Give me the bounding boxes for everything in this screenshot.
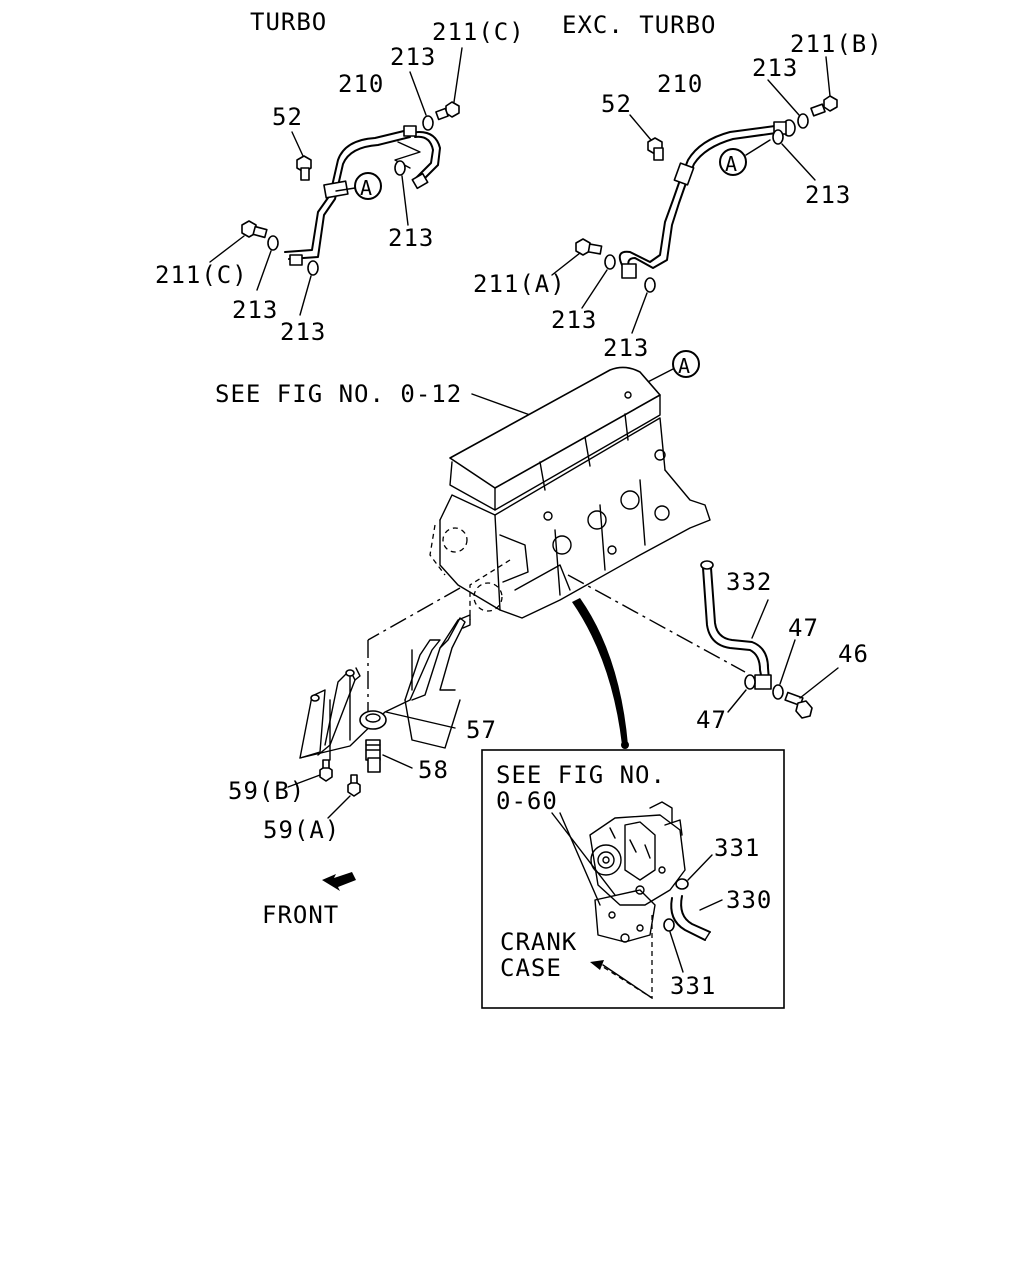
clamp-331-bottom [663, 918, 684, 973]
label-330: 330 [726, 886, 772, 914]
hose-330 [670, 895, 723, 941]
exc-turbo-label-213-bottom: 213 [603, 334, 649, 362]
exc-turbo-label-213-right: 213 [805, 181, 851, 209]
turbo-washer-213-left [267, 235, 279, 251]
detail-arrow [572, 598, 628, 745]
exc-turbo-bolt-52 [629, 114, 664, 161]
front-label: FRONT [262, 901, 339, 929]
turbo-washer-213-right [394, 160, 406, 176]
oil-pipe-332 [700, 560, 772, 690]
exc-turbo-bolt-211b [810, 56, 838, 117]
detail-inset: SEE FIG NO. 0-60 [481, 749, 785, 1009]
exc-turbo-bolt-211a [551, 238, 603, 276]
turbo-label-211c-top: 211(C) [432, 18, 525, 46]
turbo-label-213-right: 213 [388, 224, 434, 252]
svg-text:A: A [725, 152, 738, 176]
leader-block-to-pipe-332 [567, 574, 746, 673]
label-332: 332 [726, 568, 772, 596]
block-callout-a: A [637, 350, 700, 388]
exc-turbo-washer-213-right [772, 129, 784, 145]
see-fig-0-60-line2: 0-60 [496, 787, 558, 815]
label-46: 46 [838, 640, 869, 668]
exc-turbo-label-211a: 211(A) [473, 270, 566, 298]
exc-turbo-callout-a: A [719, 139, 771, 176]
label-331-bottom: 331 [670, 972, 716, 1000]
turbo-bolt-52 [291, 131, 312, 181]
oil-strainer-bracket [299, 614, 471, 761]
exc-turbo-washer-213-top [797, 113, 809, 129]
turbo-label-52: 52 [272, 103, 303, 131]
turbo-label-213-top: 213 [390, 43, 436, 71]
bolt-46 [784, 667, 839, 719]
label-331-top: 331 [714, 834, 760, 862]
exc-turbo-label-213-left: 213 [551, 306, 597, 334]
exc-turbo-oil-pipe-210 [618, 119, 796, 279]
turbo-bolt-211c-left [209, 220, 268, 263]
exc-turbo-label-211b: 211(B) [790, 30, 883, 58]
front-arrow-icon [322, 872, 356, 891]
svg-text:A: A [678, 354, 691, 378]
turbo-title: TURBO [250, 8, 327, 36]
bolt-59b [287, 759, 333, 788]
exc-turbo-group: EXC. TURBO [473, 11, 883, 362]
exc-turbo-label-213-top: 213 [752, 54, 798, 82]
washer-47-upper [772, 684, 784, 700]
turbo-banjo-lower [289, 254, 303, 266]
washer-47-lower [744, 674, 756, 690]
turbo-label-210: 210 [338, 70, 384, 98]
label-59b: 59(B) [228, 777, 305, 805]
air-compressor-sketch [589, 801, 686, 943]
svg-text:A: A [360, 176, 373, 200]
exc-turbo-label-210: 210 [657, 70, 703, 98]
turbo-label-211c-left: 211(C) [155, 261, 248, 289]
strainer-57 [359, 710, 456, 730]
see-fig-0-12-label: SEE FIG NO. 0-12 [215, 380, 462, 408]
label-47-bottom: 47 [696, 706, 727, 734]
turbo-callout-a: A [335, 172, 382, 200]
label-58: 58 [418, 756, 449, 784]
turbo-label-213-bottom: 213 [280, 318, 326, 346]
label-59a: 59(A) [263, 816, 340, 844]
engine-block: SEE FIG NO. 0-12 A [215, 350, 711, 620]
turbo-oil-pipe-210 [284, 125, 441, 260]
label-57: 57 [466, 716, 497, 744]
bolt-59a [327, 774, 361, 819]
label-47-top: 47 [788, 614, 819, 642]
leader-block-to-strainer [367, 587, 461, 641]
exc-turbo-label-52: 52 [601, 90, 632, 118]
see-fig-0-60-line1: SEE FIG NO. [496, 761, 666, 789]
turbo-washer-213-bottom [307, 260, 319, 276]
exc-turbo-washer-213-bottom [644, 277, 656, 293]
turbo-bolt-211c-top [435, 47, 463, 121]
plug-58 [365, 739, 413, 773]
turbo-washer-213-top [422, 115, 434, 131]
turbo-label-213-left: 213 [232, 296, 278, 324]
exc-turbo-washer-213-left [604, 254, 616, 270]
turbo-group: TURBO [155, 8, 525, 346]
crank-case-line1: CRANK [500, 928, 577, 956]
exc-turbo-title: EXC. TURBO [562, 11, 717, 39]
crank-case-line2: CASE [500, 954, 562, 982]
clamp-331-top [675, 854, 713, 890]
